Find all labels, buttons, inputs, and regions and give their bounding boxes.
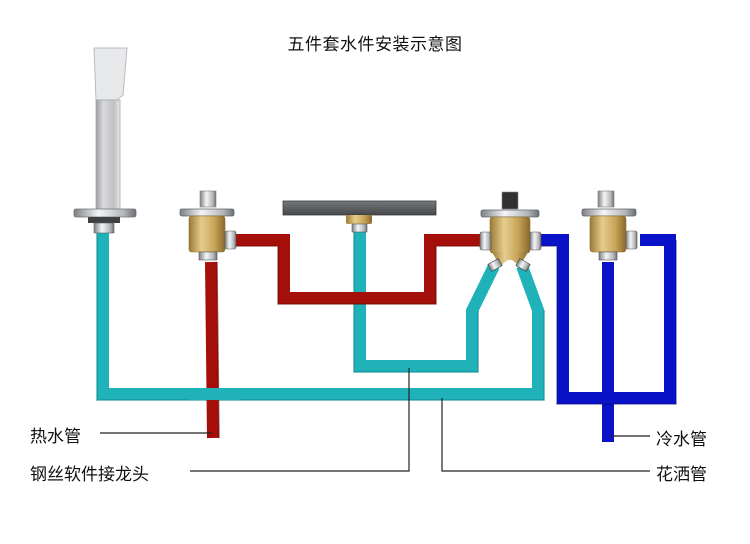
hot-pipe-system [205, 234, 484, 439]
hot-pipe-loop [236, 234, 484, 304]
hand-shower [73, 47, 137, 234]
shower-pipe-system [97, 232, 544, 400]
label-shower-pipe: 花洒管 [656, 465, 707, 485]
leader-lines [100, 368, 650, 472]
label-hot-pipe: 热水管 [30, 427, 81, 447]
diverter-valve [479, 191, 542, 272]
shower-pipe-inner [354, 232, 500, 372]
bath-spout [282, 200, 437, 233]
hot-pipe-supply [205, 261, 219, 439]
label-cold-pipe: 冷水管 [656, 430, 707, 450]
leader-shower-pipe [441, 398, 650, 472]
shower-pipe-outer [97, 232, 544, 400]
label-hose-connector: 钢丝软件接龙头 [30, 465, 149, 485]
leader-hose-connector [190, 368, 410, 472]
diagram-title: 五件套水件安装示意图 [287, 35, 463, 55]
cold-pipe-loop [540, 234, 676, 404]
cold-valve [581, 190, 638, 261]
cold-pipe-system [540, 234, 676, 442]
hot-valve [179, 190, 237, 261]
